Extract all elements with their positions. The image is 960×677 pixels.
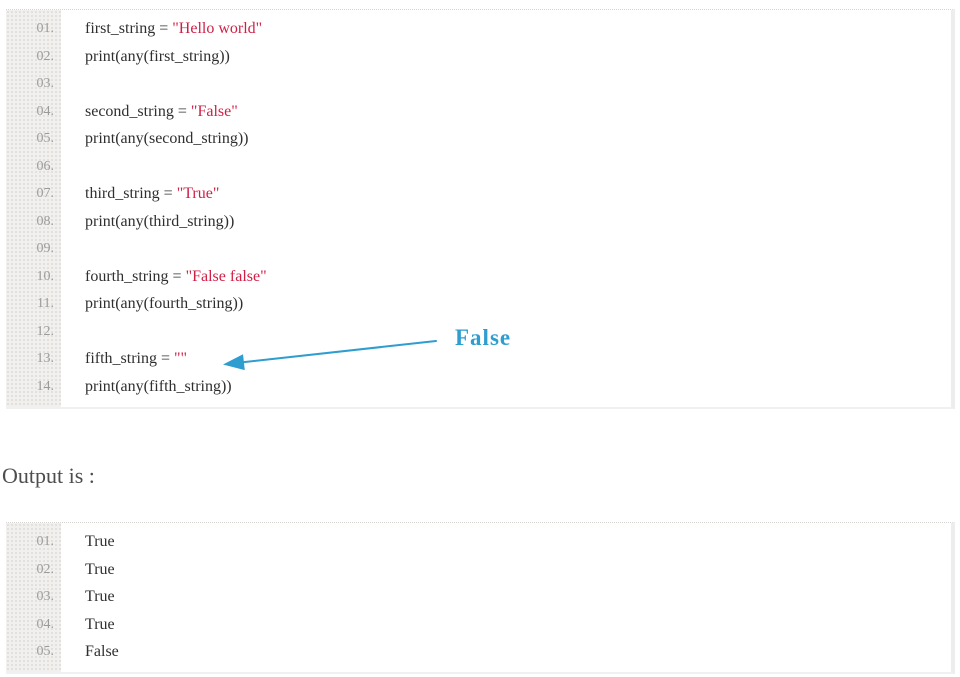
code-text: True: [85, 533, 115, 550]
line-number: 09.: [36, 241, 55, 256]
line-content: fifth_string = "": [61, 345, 187, 373]
code-line: 04. True: [6, 611, 951, 639]
code-lines: 01. first_string = "Hello world" 02. print(…: [6, 10, 951, 407]
annotation-label: False: [455, 325, 512, 350]
string-literal: "": [174, 350, 188, 367]
line-number: 11.: [37, 296, 54, 311]
code-text: True: [85, 560, 115, 578]
line-content: [61, 235, 85, 263]
line-content: print(any(second_string)): [61, 125, 249, 153]
code-text: first_string =: [85, 20, 173, 37]
code-line: 06.: [6, 153, 951, 181]
code-text: print(any(first_string)): [85, 47, 230, 65]
line-number: 01.: [36, 534, 55, 549]
output-code-block: 01. True 02. True 03. True 04. True 05. False: [6, 522, 955, 674]
code-text: print(any(third_string)): [85, 212, 235, 230]
code-text: print(any(fifth_string)): [85, 377, 232, 395]
line-content: second_string = "False": [61, 98, 238, 126]
code-line: 01. True: [6, 528, 951, 556]
string-literal: "Hello world": [172, 20, 263, 37]
code-text: True: [85, 615, 115, 633]
code-text: False: [85, 643, 119, 660]
code-text: fourth_string =: [85, 267, 186, 285]
code-line: 01. first_string = "Hello world": [6, 15, 951, 43]
line-number: 05.: [36, 644, 55, 659]
line-number: 04.: [36, 103, 55, 119]
line-number: 10.: [36, 268, 55, 284]
line-content: fourth_string = "False false": [61, 263, 267, 291]
line-number: 06.: [36, 158, 55, 174]
code-text: fifth_string =: [85, 350, 175, 367]
code-text: True: [85, 588, 115, 605]
python-code-block: 01. first_string = "Hello world" 02. print(…: [6, 9, 955, 409]
code-line: 09.: [6, 235, 951, 263]
line-content: third_string = "True": [61, 180, 219, 208]
code-line: 05. False: [6, 638, 951, 666]
line-content: True: [61, 556, 115, 584]
line-number: 08.: [36, 213, 55, 229]
code-line: 08. print(any(third_string)): [6, 208, 951, 236]
line-number: 02.: [36, 561, 55, 577]
code-line: 03.: [6, 70, 951, 98]
code-text: third_string =: [85, 185, 177, 202]
line-number: 04.: [36, 616, 55, 632]
line-number: 14.: [36, 378, 55, 394]
line-content: print(any(fourth_string)): [61, 290, 243, 318]
line-number: 05.: [36, 131, 55, 146]
string-literal: "False false": [185, 267, 267, 285]
code-line: 11. print(any(fourth_string)): [6, 290, 951, 318]
code-line: 14. print(any(fifth_string)): [6, 373, 951, 401]
code-line: 04. second_string = "False": [6, 98, 951, 126]
code-line: 07. third_string = "True": [6, 180, 951, 208]
string-literal: "True": [176, 185, 220, 202]
line-number: 03.: [36, 589, 55, 604]
output-lines: 01. True 02. True 03. True 04. True 05. False: [6, 523, 951, 672]
code-line: 10. fourth_string = "False false": [6, 263, 951, 291]
line-content: [61, 318, 85, 346]
code-line: 05. print(any(second_string)): [6, 125, 951, 153]
line-number: 13.: [36, 351, 55, 366]
output-heading: Output is :: [2, 463, 95, 488]
line-content: [61, 153, 85, 181]
line-number: 01.: [36, 21, 55, 36]
code-text: print(any(fourth_string)): [85, 295, 244, 312]
line-number-gutter: [6, 523, 61, 672]
line-content: True: [61, 583, 115, 611]
line-content: print(any(third_string)): [61, 208, 234, 236]
line-content: print(any(first_string)): [61, 43, 230, 71]
code-text: second_string =: [85, 102, 191, 120]
line-content: True: [61, 611, 115, 639]
line-number-gutter: [6, 10, 61, 407]
code-line: 13. fifth_string = "": [6, 345, 951, 373]
code-line: 02. True: [6, 556, 951, 584]
line-content: True: [61, 528, 115, 556]
line-content: [61, 70, 85, 98]
line-number: 02.: [36, 48, 55, 64]
string-literal: "False": [190, 102, 238, 120]
line-number: 07.: [36, 186, 55, 201]
line-content: first_string = "Hello world": [61, 15, 262, 43]
code-line: 03. True: [6, 583, 951, 611]
code-text: print(any(second_string)): [85, 130, 249, 147]
line-content: print(any(fifth_string)): [61, 373, 232, 401]
line-number: 03.: [36, 76, 55, 91]
code-line: 12.: [6, 318, 951, 346]
line-number: 12.: [36, 323, 55, 339]
line-content: False: [61, 638, 119, 666]
code-line: 02. print(any(first_string)): [6, 43, 951, 71]
